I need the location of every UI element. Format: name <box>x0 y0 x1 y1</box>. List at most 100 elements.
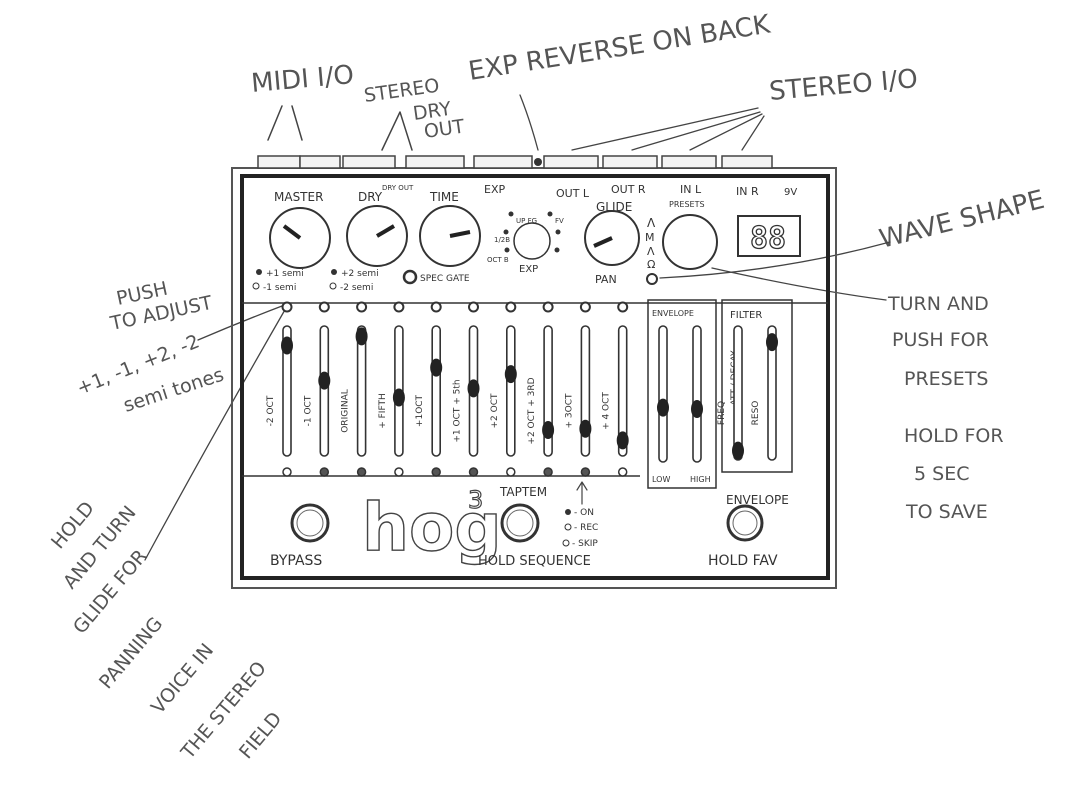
semi-led-minus1 <box>252 282 260 290</box>
exp-dot-6 <box>554 247 560 253</box>
envelope-slider-decay-knob[interactable] <box>691 399 703 418</box>
voice-slider-9[interactable]: + 3OCT <box>564 325 592 457</box>
voice-push-button-3[interactable] <box>356 301 368 313</box>
voice-push-button-8[interactable] <box>542 301 554 313</box>
voice-slider-7-label: +2 OCT <box>490 393 500 428</box>
filter-slider-reso-knob[interactable] <box>766 333 778 352</box>
voice-slider-6[interactable]: +1 OCT + 5th <box>453 325 480 457</box>
voice-slider-8[interactable]: +2 OCT + 3RD <box>527 325 555 457</box>
bypass-footswitch[interactable] <box>290 503 330 543</box>
spec-gate-button[interactable] <box>402 269 418 285</box>
voice-slider-10-knob[interactable] <box>616 431 629 450</box>
label-in-l: IN L <box>680 183 702 196</box>
voice-slider-9-knob[interactable] <box>579 419 592 438</box>
presets-knob-body[interactable] <box>662 214 718 270</box>
knob-dry[interactable] <box>346 205 408 267</box>
presets-leader <box>711 267 887 301</box>
voice-push-button-9[interactable] <box>579 301 591 313</box>
annotation-voice-in: VOICE IN <box>147 639 218 718</box>
pedal-enclosure <box>231 167 837 589</box>
voice-slider-5-knob[interactable] <box>430 358 443 377</box>
envelope-slider-decay[interactable] <box>691 325 703 463</box>
in-l-jack[interactable] <box>661 155 717 169</box>
label-out-r: OUT R <box>611 183 646 196</box>
label-glide: GLIDE <box>596 200 632 214</box>
preset-display: 88 <box>737 215 801 257</box>
display-frame <box>737 215 801 257</box>
wave-shape-button[interactable] <box>646 273 658 285</box>
label-spec-gate: SPEC GATE <box>420 274 470 284</box>
annotation-5-sec: 5 SEC <box>914 463 969 485</box>
voice-push-button-1[interactable] <box>281 301 293 313</box>
label-hold-fav: HOLD FAV <box>708 553 778 569</box>
wave-shape-leader <box>659 241 891 279</box>
voice-push-button-5[interactable] <box>430 301 442 313</box>
label-out-l: OUT L <box>556 187 590 200</box>
voice-push-button-2[interactable] <box>318 301 330 313</box>
voice-slider-7[interactable]: +2 OCT <box>490 325 517 457</box>
exp-opt-half: 1/2B <box>494 236 510 244</box>
voice-slider-2-knob[interactable] <box>318 371 331 390</box>
dry-out-right-jack[interactable] <box>405 155 465 169</box>
voice-slider-10-label: + 4 OCT <box>602 392 612 430</box>
envelope-slider-attack-knob[interactable] <box>657 398 669 417</box>
voice-slider-8-label: +2 OCT + 3RD <box>527 377 537 444</box>
label-filter: FILTER <box>730 310 762 321</box>
seq-mode-rec: - REC <box>574 523 598 533</box>
midi-in-jack[interactable] <box>257 155 301 169</box>
out-l-jack[interactable] <box>543 155 599 169</box>
tap-tempo-footswitch[interactable] <box>500 503 540 543</box>
voice-slider-2-label: -1 OCT <box>303 395 313 426</box>
voice-slider-3-knob[interactable] <box>355 327 368 346</box>
exp-selector[interactable] <box>503 211 561 260</box>
voice-slider-4-knob[interactable] <box>392 388 405 407</box>
envelope-slider-attack-track <box>658 325 668 463</box>
filter-slider-reso[interactable]: RESO <box>751 325 778 461</box>
voice-push-button-10[interactable] <box>617 301 629 313</box>
annotation-field: FIELD <box>235 708 286 763</box>
filter-slider-freq-track <box>733 325 743 461</box>
voice-slider-2[interactable]: -1 OCT <box>303 325 331 457</box>
knob-time[interactable] <box>419 205 481 267</box>
dry-out-left-jack[interactable] <box>342 155 396 169</box>
annotation-hold-for: HOLD FOR <box>904 425 1004 447</box>
envelope-footswitch[interactable] <box>726 504 764 542</box>
voice-slider-1-knob[interactable] <box>281 336 293 355</box>
voice-slider-6-knob[interactable] <box>467 379 480 398</box>
annotation-to-save: TO SAVE <box>905 501 988 523</box>
voice-push-button-4[interactable] <box>393 301 405 313</box>
legend-plus2: +2 semi <box>341 269 379 279</box>
exp-dot-5 <box>504 247 510 253</box>
envelope-slider-attack[interactable] <box>657 325 669 463</box>
wave-glyph-omega: Ω <box>647 258 655 271</box>
annotation-push-for: PUSH FOR <box>892 329 989 351</box>
voice-slider-7-knob[interactable] <box>504 365 517 384</box>
knob-presets[interactable] <box>662 214 718 270</box>
voice-push-button-7[interactable] <box>505 301 517 313</box>
exp-jack[interactable] <box>473 155 533 169</box>
voice-slider-1[interactable]: -2 OCT <box>266 325 293 457</box>
knob-master[interactable] <box>269 207 331 269</box>
in-r-jack[interactable] <box>721 155 773 169</box>
voice-slider-4[interactable]: + FIFTH <box>378 325 405 457</box>
filter-slider-freq-knob[interactable] <box>732 441 744 460</box>
voice-slider-10[interactable]: + 4 OCT <box>602 325 629 457</box>
exp-reverse-switch[interactable] <box>534 158 542 166</box>
voice-led-5 <box>431 467 441 477</box>
out-r-jack[interactable] <box>602 155 658 169</box>
voice-slider-1-track <box>282 325 292 457</box>
filter-slider-freq[interactable]: FREQ <box>717 325 744 461</box>
midi-out-jack[interactable] <box>299 155 341 169</box>
exp-selector-knob[interactable] <box>513 222 551 260</box>
knob-glide[interactable] <box>584 210 640 266</box>
voice-slider-5[interactable]: +1OCT <box>415 325 443 457</box>
display-digits: 88 <box>750 221 786 256</box>
legend-plus1: +1 semi <box>266 269 304 279</box>
hold-turn-leader <box>144 307 287 561</box>
voice-slider-10-track <box>617 325 628 457</box>
voice-slider-3[interactable]: ORIGINAL <box>341 325 368 457</box>
voice-slider-8-knob[interactable] <box>542 421 555 439</box>
seq-led-on <box>565 509 571 515</box>
voice-push-button-6[interactable] <box>468 301 479 313</box>
legend-minus1: -1 semi <box>263 283 296 293</box>
